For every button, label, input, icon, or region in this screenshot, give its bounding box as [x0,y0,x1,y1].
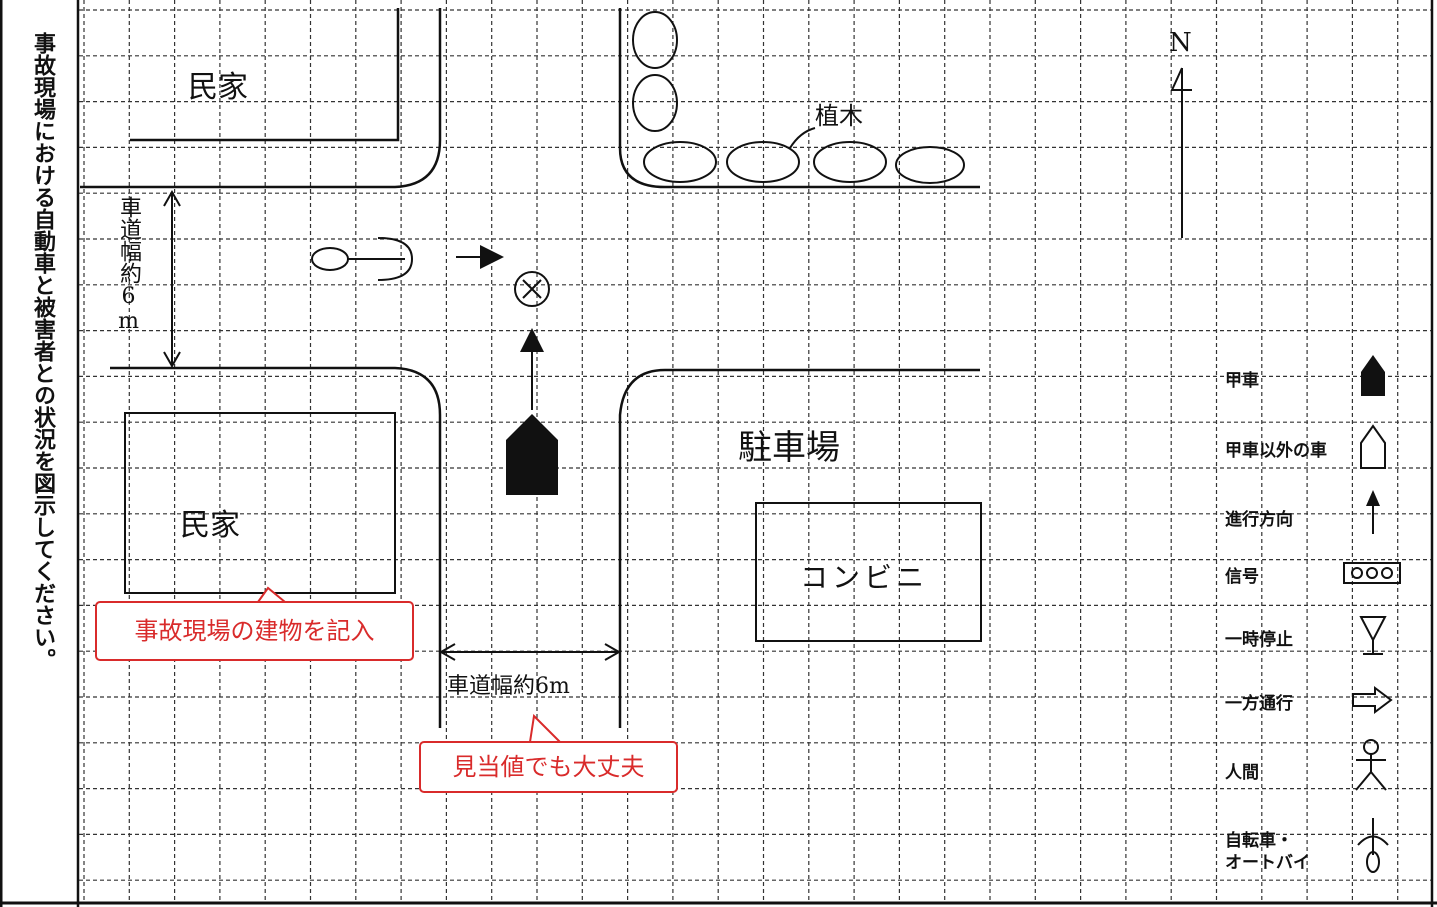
stop-sign-icon [1359,616,1387,655]
legend-label-car-a: 甲車 [1225,371,1259,391]
north-arrow-icon [1170,67,1192,238]
road-width-horizontal-label: 車道幅約6m [447,674,570,699]
road-width-vertical-label: 車道幅約6m [116,196,141,334]
car-a-filled-icon [1361,355,1385,396]
victim-bicycle-icon [311,237,504,281]
person-icon [1355,739,1387,791]
one-way-arrow-icon [1352,686,1393,714]
direction-arrow-icon [1366,490,1380,534]
house-bottom-label: 民家 [180,508,240,543]
house-top-label: 民家 [188,70,248,105]
legend-label-bicycle: 自転車・ オートバイ [1225,831,1310,873]
page-title: 事故現場における自動車と被害者との状況を図示してください。 [30,32,55,670]
callout-pointer-building [257,586,286,603]
trees-label: 植木 [815,102,863,130]
car-a-icon [506,328,558,495]
road-outline [80,8,980,728]
traffic-signal-icon [1343,562,1401,584]
house-bottom-outline [124,412,396,594]
road-width-horizontal-arrow [438,643,622,661]
callout-building: 事故現場の建物を記入 [95,601,414,661]
legend-label-one-way: 一方通行 [1225,694,1293,714]
callout-estimate: 見当値でも大丈夫 [419,741,678,793]
legend-label-stop: 一時停止 [1225,630,1293,650]
collision-point-icon [514,271,550,307]
other-car-outline-icon [1360,424,1386,469]
trees-drawing [632,11,965,184]
legend-label-signal: 信号 [1225,567,1259,587]
legend-label-direction: 進行方向 [1225,510,1293,530]
convenience-store-label: コンビニ [800,561,929,594]
legend-label-person: 人間 [1225,763,1259,783]
road-width-vertical-arrow [163,189,181,369]
callout-pointer-estimate [529,713,561,743]
north-label: N [1169,28,1192,58]
legend-label-other-car: 甲車以外の車 [1225,441,1327,461]
bicycle-icon [1357,818,1389,873]
parking-label: 駐車場 [738,428,840,468]
convenience-store-outline [755,502,982,642]
